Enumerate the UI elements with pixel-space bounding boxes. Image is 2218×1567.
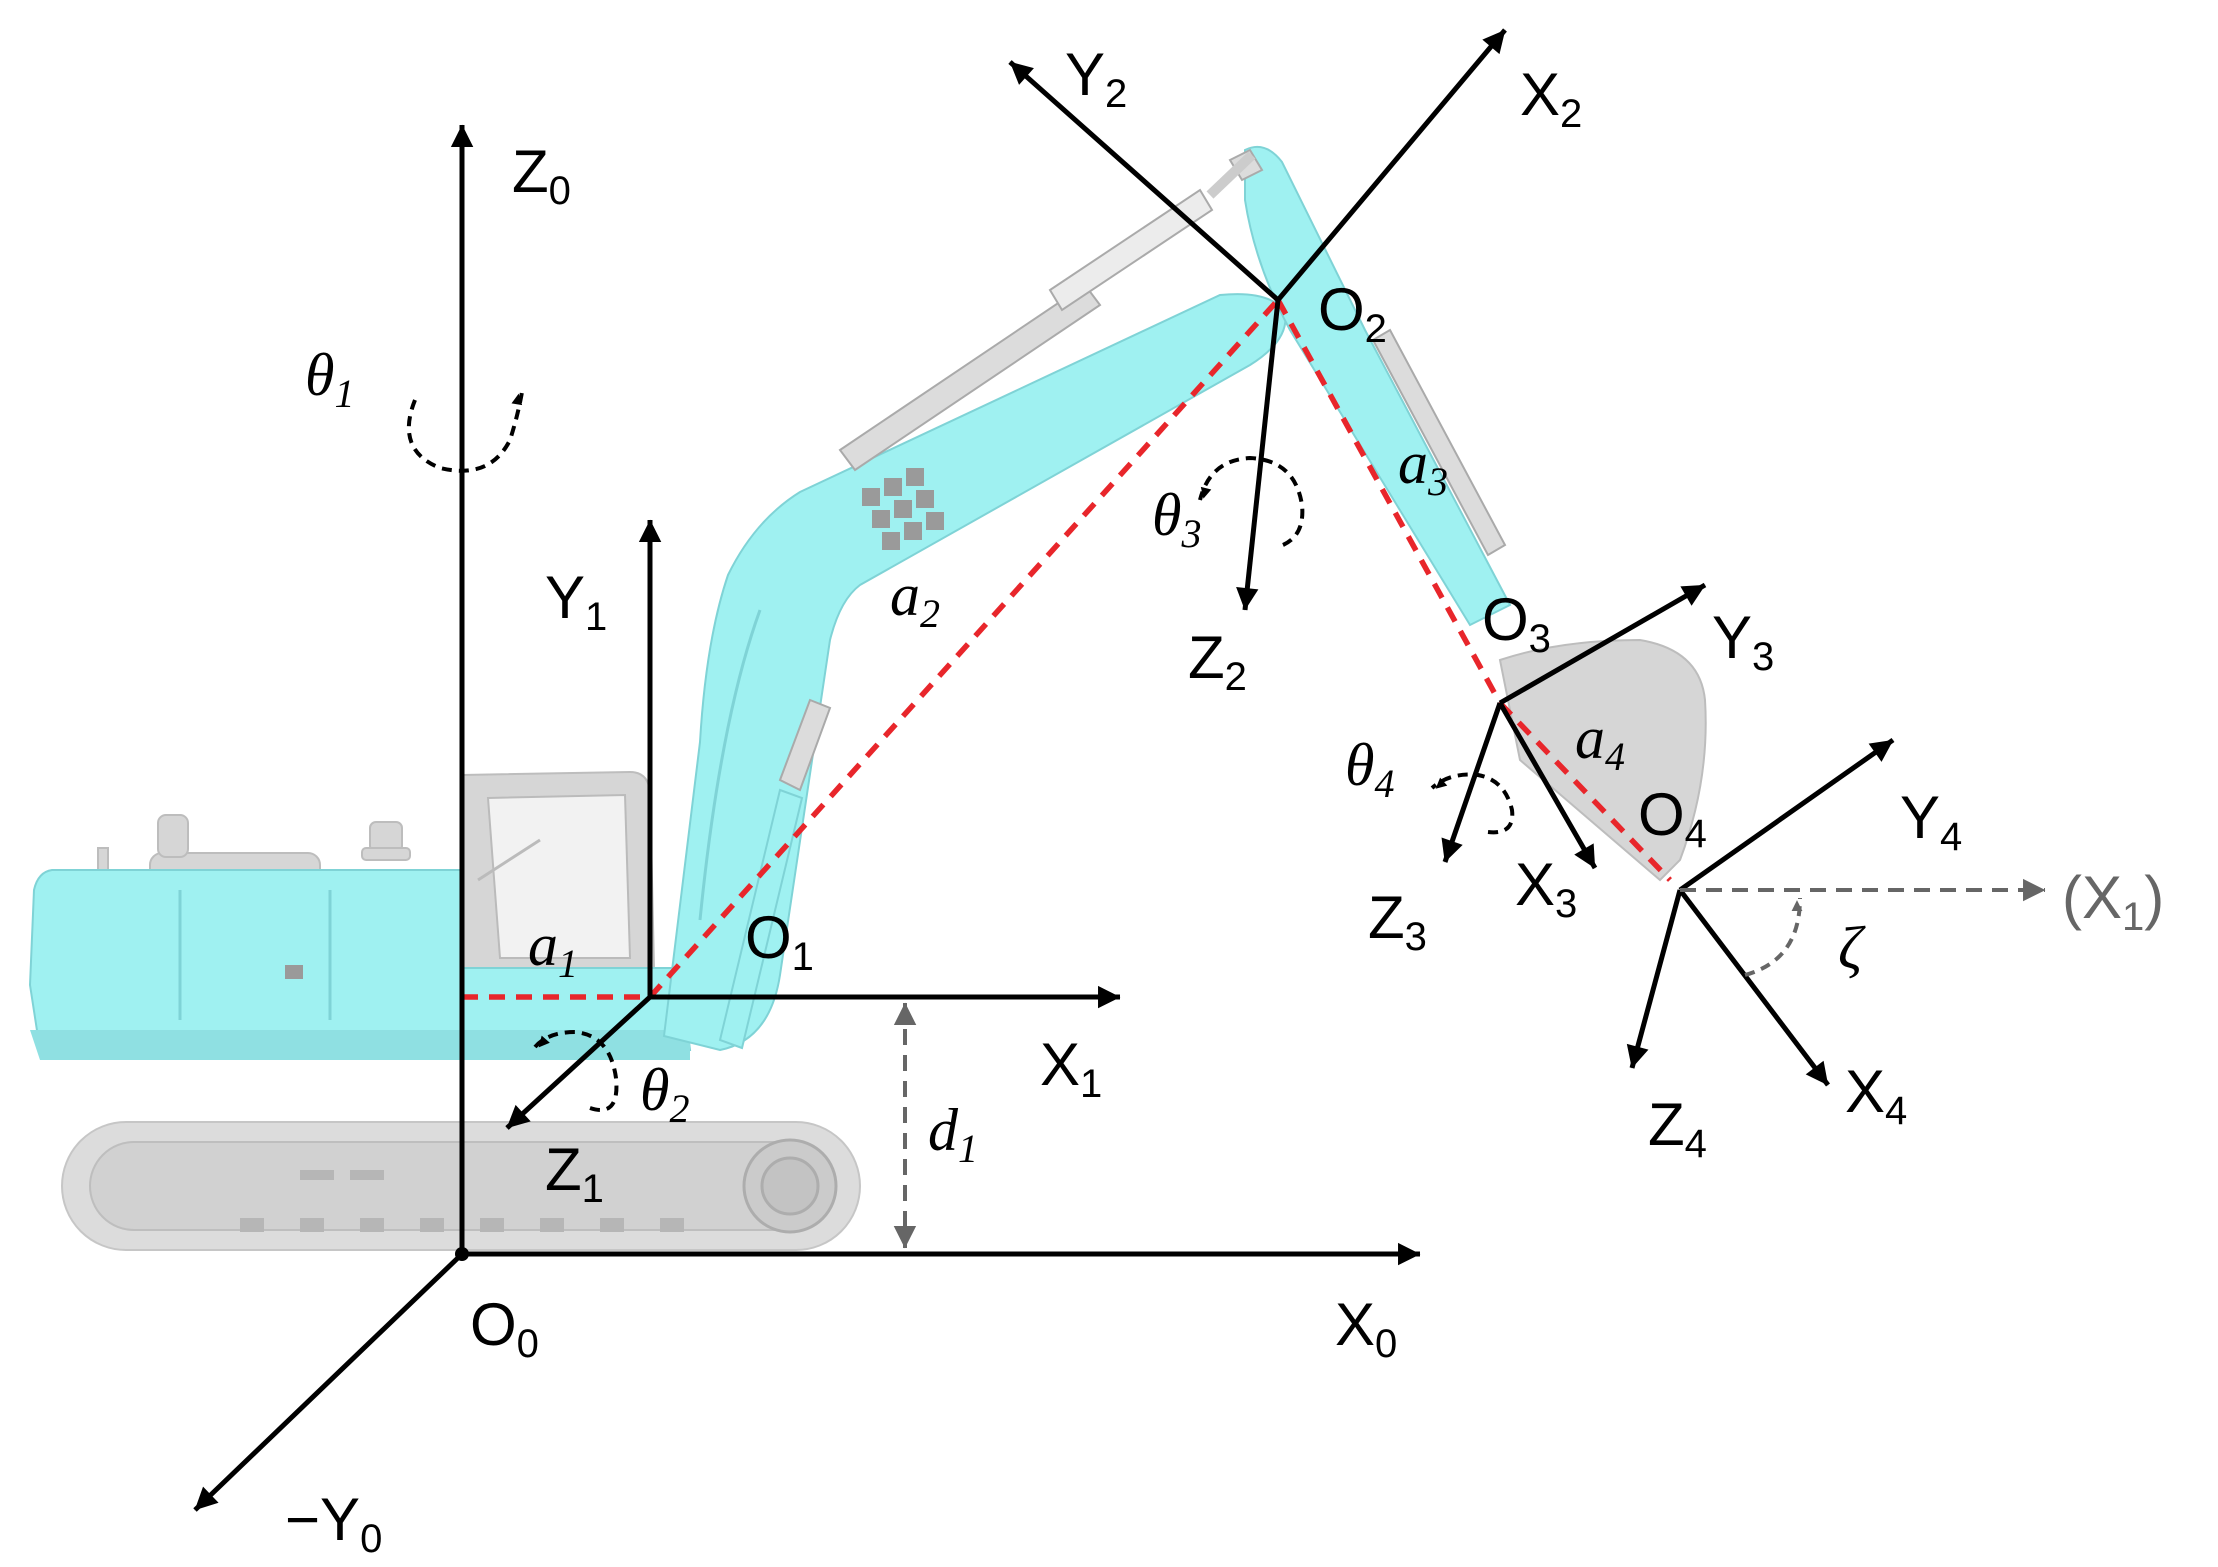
link-lines [462,298,1672,1000]
z3-label: Z3 [1368,884,1427,959]
theta4-label: θ4 [1345,732,1394,806]
y3-label: Y3 [1712,604,1774,679]
link-a3 [1275,298,1503,705]
z2-label: Z2 [1188,624,1247,699]
origin-o3-label: O3 [1482,586,1551,661]
theta1-label: θ1 [305,342,354,416]
z3-axis [1441,702,1503,863]
x1-reference-label: (X1) [2062,864,2164,939]
y3-axis [1498,582,1707,706]
theta3-label: θ3 [1152,482,1201,556]
x0-label: X0 [1335,1291,1397,1366]
zeta-label: ζ [1838,915,1866,981]
origin-o1-label: O1 [745,904,814,979]
z2-axis [1236,299,1281,611]
neg-y0-label: −Y0 [285,1486,382,1561]
y1-label: Y1 [545,564,607,639]
theta4-rotation-arrow [1430,772,1515,835]
z4-axis [1626,889,1683,1069]
origin-o4-label: O4 [1638,781,1707,856]
link-a4 [1498,701,1672,882]
bucket [1498,638,1707,882]
a1-label: a1 [528,912,578,986]
z0-label: Z0 [512,138,571,213]
x1-label: X1 [1040,1031,1102,1106]
frame-2: Y2 X2 Z2 O2 a2 θ3 [890,28,1582,699]
x3-label: X3 [1515,851,1577,926]
z4-label: Z4 [1648,1091,1707,1166]
origin-o0-dot [455,1247,469,1261]
origin-o2-label: O2 [1318,276,1387,351]
origin-o0-label: O0 [470,1291,539,1366]
link-a2 [647,298,1281,999]
x4-axis [1678,888,1830,1087]
theta2-rotation-arrow [533,1029,619,1112]
y4-axis [1678,737,1895,893]
operator-cab [461,770,656,969]
frame-3: Y3 X3 Z3 O3 a3 θ4 [1345,430,1774,959]
a3-label: a3 [1398,430,1448,504]
frame-0: Z0 X0 −Y0 O0 θ1 d1 [193,124,1421,1561]
z1-axis [505,995,652,1130]
frame-1: Y1 X1 Z1 O1 a1 θ2 [505,519,1121,1211]
y4-label: Y4 [1900,784,1962,859]
x3-axis [1497,701,1598,870]
upper-body [28,869,692,1060]
x4-label: X4 [1845,1058,1907,1133]
z1-label: Z1 [545,1136,604,1211]
y0-axis [193,1252,464,1512]
x2-label: X2 [1520,61,1582,136]
theta3-rotation-arrow [1198,455,1305,547]
x2-axis [1276,28,1507,302]
a4-label: a4 [1575,705,1625,779]
theta1-rotation-arrow [406,391,524,473]
zeta-angle-arc [1744,897,1803,977]
y2-axis [1008,60,1280,302]
excavator-illustration [28,146,1707,1251]
stick-arm [1206,146,1512,627]
frame-4: Y4 X4 Z4 O4 a4 (X1) ζ [1575,705,2164,1166]
y2-label: Y2 [1065,41,1127,116]
theta2-label: θ2 [640,1057,689,1131]
a2-label: a2 [890,562,940,636]
d1-label: d1 [928,1097,978,1171]
